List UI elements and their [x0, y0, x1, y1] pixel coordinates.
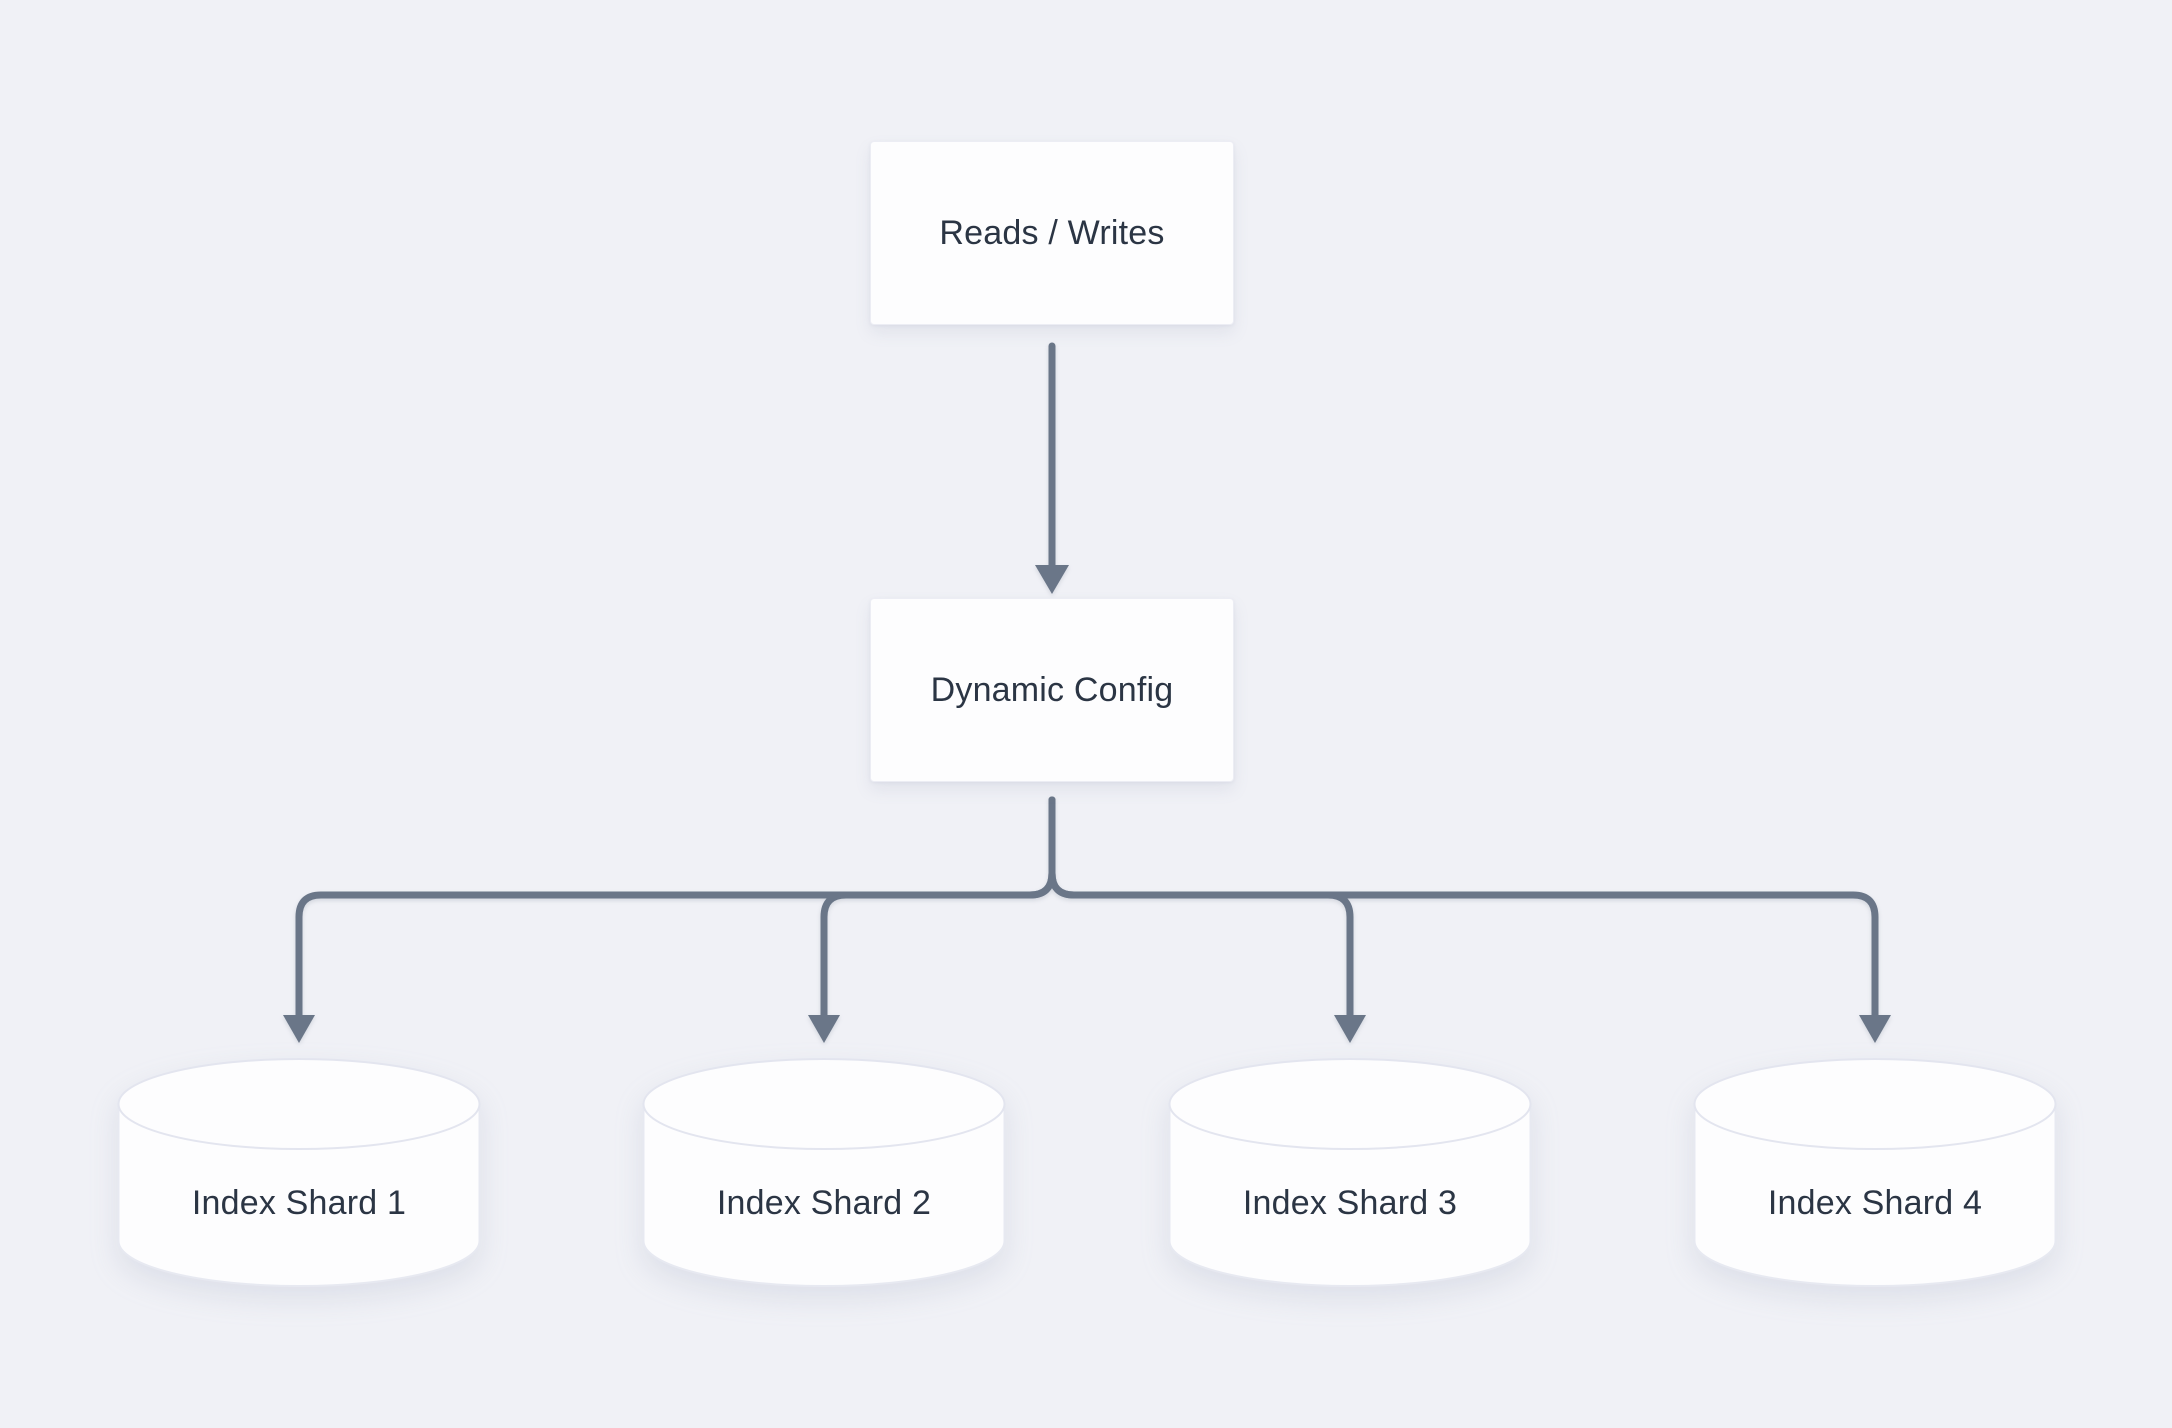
node-reads-writes: Reads / Writes	[870, 141, 1234, 325]
arrowhead-shard-4	[1859, 1015, 1891, 1043]
arrow-config-to-shard-3	[1048, 796, 1354, 1020]
node-dynamic-config: Dynamic Config	[870, 598, 1234, 782]
arrowhead-shard-2	[808, 1015, 840, 1043]
node-index-shard-2-label: Index Shard 2	[716, 1184, 932, 1222]
arrowhead-reads-to-config	[1035, 565, 1069, 594]
node-index-shard-2: Index Shard 2	[641, 1057, 1007, 1287]
database-cylinder-icon	[1168, 1058, 1532, 1287]
arrow-config-to-shard-1	[295, 796, 1056, 1020]
node-index-shard-3-label: Index Shard 3	[1242, 1184, 1458, 1222]
arrowhead-shard-1	[283, 1015, 315, 1043]
database-cylinder-icon	[117, 1058, 481, 1287]
node-index-shard-1-label: Index Shard 1	[191, 1184, 407, 1222]
node-dynamic-config-label: Dynamic Config	[930, 670, 1174, 709]
node-index-shard-1: Index Shard 1	[116, 1057, 482, 1287]
node-index-shard-4-label: Index Shard 4	[1767, 1184, 1983, 1222]
node-index-shard-4: Index Shard 4	[1692, 1057, 2058, 1287]
database-cylinder-icon	[642, 1058, 1006, 1287]
node-reads-writes-label: Reads / Writes	[939, 213, 1165, 252]
node-index-shard-3: Index Shard 3	[1167, 1057, 1533, 1287]
arrowhead-shard-3	[1334, 1015, 1366, 1043]
database-cylinder-icon	[1693, 1058, 2057, 1287]
arrow-config-to-shard-2	[820, 796, 1056, 1020]
arrow-config-to-shard-4	[1048, 796, 1879, 1020]
